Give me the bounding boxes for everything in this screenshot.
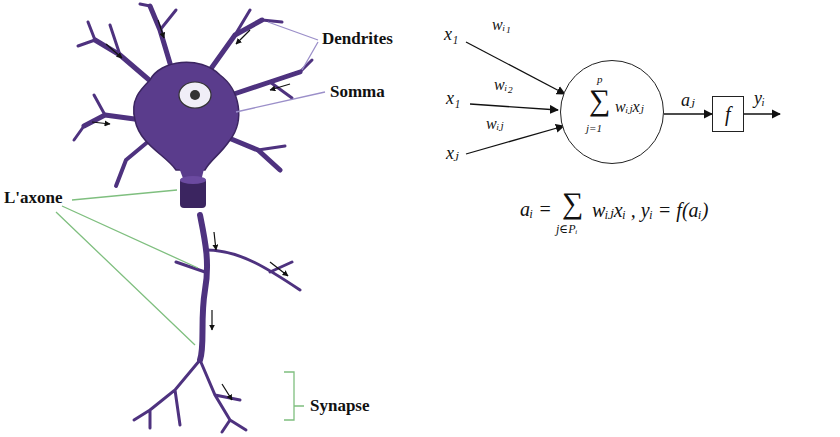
flow-arrows <box>270 84 290 90</box>
output-arrow <box>744 113 780 114</box>
formula-text: wᵢⱼxᵢ , yᵢ = f(aᵢ) <box>592 198 708 222</box>
signal-label: wᵢ₁ <box>492 16 511 34</box>
leader-line <box>56 22 325 420</box>
node-text: wᵢⱼxⱼ <box>615 99 644 115</box>
signal-label: wᵢ₂ <box>494 76 513 94</box>
signal-label: x₁ <box>446 88 460 109</box>
input-arrow <box>466 42 565 94</box>
dendrites <box>95 40 155 85</box>
soma-body <box>134 62 239 170</box>
signal-label: yᵢ <box>754 88 765 109</box>
flow-arrows <box>222 384 232 400</box>
dendrites <box>258 146 285 150</box>
dendrites <box>116 140 150 186</box>
flow-arrows <box>270 262 288 276</box>
dendrites <box>235 10 282 35</box>
dendrites <box>140 4 176 30</box>
axon <box>180 176 206 184</box>
part-label: Somma <box>330 82 385 102</box>
part-label: Synapse <box>310 396 370 416</box>
dendrites <box>224 136 280 170</box>
node-text: ∑ <box>589 85 610 115</box>
signal-label: xⱼ <box>446 142 459 164</box>
soma-body <box>190 90 200 100</box>
part-label: L'axone <box>4 188 63 208</box>
node-text: f <box>725 104 731 124</box>
leader-line <box>56 190 198 345</box>
signal-label: x₁ <box>444 24 458 45</box>
part-label: Dendrites <box>322 29 393 49</box>
flow-arrows <box>92 20 290 400</box>
axon <box>176 250 300 290</box>
flow-arrows <box>158 20 164 38</box>
flow-arrows <box>92 122 110 124</box>
dendrites <box>210 20 262 70</box>
signal-arrow <box>664 113 712 114</box>
dendrites <box>74 4 312 186</box>
leader-line <box>284 372 304 420</box>
activation-box: f <box>712 96 744 132</box>
flow-arrows <box>211 310 212 330</box>
input-arrow <box>470 104 558 110</box>
signal-label: wᵢⱼ <box>486 114 503 133</box>
formula-text: ∑ <box>562 186 583 220</box>
dendrites <box>74 95 105 140</box>
flow-arrows <box>106 44 122 58</box>
dendrites <box>270 60 312 98</box>
dendrites <box>150 6 172 70</box>
neuron-circle: p∑ j=1 wᵢⱼxⱼ <box>560 60 664 164</box>
axon <box>176 165 300 360</box>
axon-terminals <box>134 360 246 432</box>
soma-body <box>134 62 239 170</box>
leader-line <box>236 22 325 112</box>
formula-text: j∈Pᵢ <box>556 222 577 237</box>
formula-text: aᵢ = <box>520 198 552 221</box>
edge-label: aⱼ <box>679 91 697 109</box>
node-text: j=1 <box>586 123 602 134</box>
dendrites <box>84 115 142 126</box>
dendrites <box>228 72 300 96</box>
node-text: p <box>597 74 603 85</box>
flow-arrows <box>236 30 250 44</box>
soma-body <box>179 82 211 108</box>
input-arrow <box>466 126 564 154</box>
axon <box>200 215 207 360</box>
axon-terminals <box>134 360 246 432</box>
flow-arrows <box>214 232 216 250</box>
